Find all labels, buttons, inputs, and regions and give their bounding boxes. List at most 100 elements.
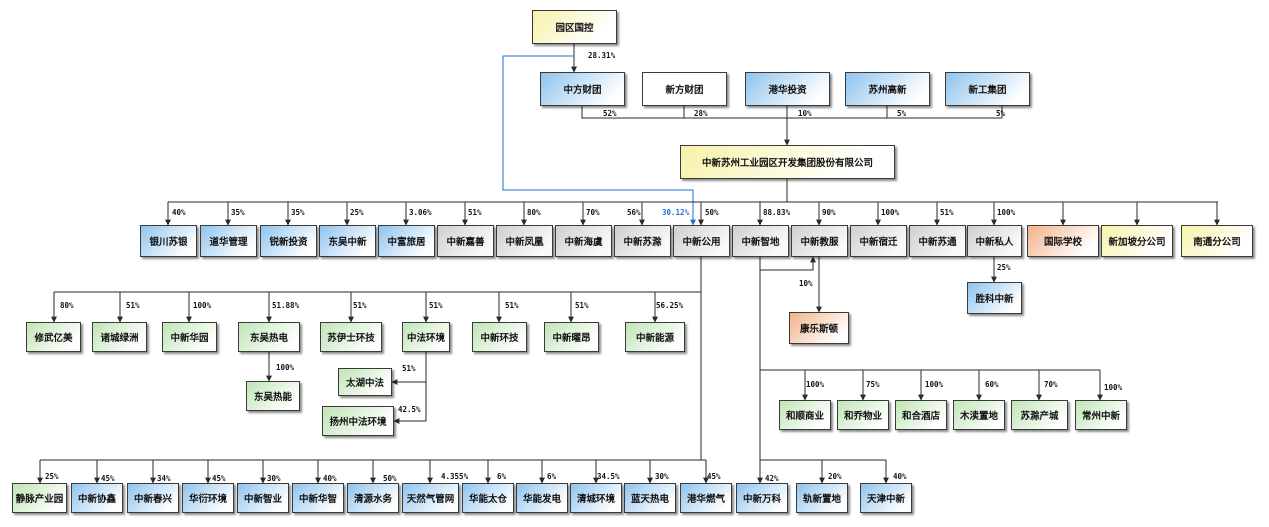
pct-hnfd: 6% [547,472,557,481]
pct-ycsy: 40% [172,208,186,217]
line-zfhj-yzzfhj [393,352,427,424]
node-heshun-shangye: 和顺商业 [779,400,831,430]
pct-syshj: 51% [353,301,367,310]
node-zhongxin-yaoang: 中新曜昂 [544,322,599,352]
node-suyishi-huanji: 苏伊士环技 [320,322,382,352]
node-zhongxin-chunxing: 中新春兴 [127,483,179,513]
pct-yqgk-zxgy: 30.12% [662,208,690,217]
pct-xfct-main: 28% [694,109,708,118]
pct-dwrd: 51.88% [272,301,300,310]
pct-dwrn: 100% [276,363,295,372]
pct-zxxx: 45% [101,474,115,483]
node-taihu-zhongfa: 太湖中法 [338,368,392,396]
pct-zxxa: 51% [575,301,589,310]
node-hehe-jiudian: 和合酒店 [895,400,947,430]
node-zhongxin-wanke: 中新万科 [736,483,788,513]
node-zhongxin-xiexin: 中新协鑫 [71,483,123,513]
pct-zxcx: 34% [157,474,171,483]
node-suchu-chancheng: 苏滁产城 [1011,400,1068,430]
pct-ghtz-main: 10% [798,109,812,118]
node-tianranqi-guanwang: 天然气管网 [402,483,459,513]
pct-zxzd: 88.83% [763,208,791,217]
pct-dwzx: 25% [350,208,364,217]
pct-hssy: 100% [806,380,825,389]
node-zhongxin-suchu: 中新苏滁 [614,225,671,257]
node-xinjiapo-fengongsi: 新加坡分公司 [1101,225,1173,257]
node-huayan-huanjing: 华衍环境 [182,483,234,513]
pct-zxjs: 51% [468,208,482,217]
node-zhucheng-lvzhou: 诸城绿洲 [92,322,147,352]
line-zxzd-zxjf [759,256,816,271]
node-kangle-sidun: 康乐斯顿 [789,312,849,344]
node-qingyuan-shuiwu: 清源水务 [347,483,399,513]
pct-zxwk: 42% [765,474,779,483]
node-zhongfa-huanjing: 中法环境 [402,322,450,352]
pct-czzx: 100% [1104,383,1123,392]
pct-zxny: 56.25% [656,301,684,310]
pct-hqwy: 75% [866,380,880,389]
pct-zxzd-zxjf: 10% [799,279,813,288]
node-huaneng-fadian: 华能发电 [516,483,568,513]
node-ganghua-touzi: 港华投资 [745,72,830,106]
pct-zfhj: 51% [429,301,443,310]
pct-szgx-main: 5% [897,109,907,118]
pct-rxtz: 35% [291,208,305,217]
node-jingmai-chanyeyuan: 静脉产业园 [12,483,67,513]
node-lantian-redian: 蓝天热电 [624,483,676,513]
node-yangzhou-zhongfa-huanjing: 扬州中法环境 [322,406,394,436]
pct-skzx: 25% [997,263,1011,272]
node-nantong-fengongsi: 南通分公司 [1181,225,1253,257]
node-zhongxin-fenghuang: 中新凤凰 [496,225,553,257]
node-zhongfu-lvju: 中富旅居 [378,225,435,257]
node-qingcheng-huanjing: 清城环境 [570,483,622,513]
pct-ltrd: 30% [655,472,669,481]
pct-zxjf: 90% [822,208,836,217]
node-zhongxin-huanji: 中新环技 [472,322,527,352]
pct-zxsq: 100% [881,208,900,217]
pct-zflj: 3.06% [409,208,432,217]
node-zhongxin-jiashan: 中新嘉善 [437,225,494,257]
pct-trqgw: 4.355% [441,472,469,481]
node-zhongxin-haiyu: 中新海虞 [555,225,612,257]
pct-qchj: 34.5% [597,472,620,481]
node-zhongxin-zhiye: 中新智业 [237,483,289,513]
node-mudu-zhidi: 木渎置地 [953,400,1005,430]
pct-zxst: 51% [940,208,954,217]
pct-zxhyuan: 100% [193,301,212,310]
node-xiuwu-yimei: 修武亿美 [26,322,81,352]
pct-zxfh: 80% [527,208,541,217]
node-tianjin-zhongxin: 天津中新 [860,483,912,513]
node-guoji-xuexiao: 国际学校 [1027,225,1099,257]
pct-zfct-main: 52% [603,109,617,118]
node-zhongxin-suqian: 中新宿迁 [850,225,907,257]
node-zhongxin-zhidi: 中新智地 [732,225,789,257]
node-xingong-jituan: 新工集团 [945,72,1030,106]
pct-jmcyy: 25% [45,472,59,481]
node-xinfang-caituan: 新方财团 [642,72,727,106]
line-shareholders-bus [581,106,1002,119]
pct-qysw: 50% [383,474,397,483]
pct-scch: 70% [1044,380,1058,389]
pct-zxsr: 100% [997,208,1016,217]
node-yuanqu-guokong: 园区国控 [532,10,617,44]
node-dongwu-reneng: 东吴热能 [246,381,300,411]
node-dongwu-redian: 东吴热电 [238,322,300,352]
pct-dhgl: 35% [231,208,245,217]
node-ganghua-ranqi: 港华燃气 [680,483,732,513]
node-ruixin-touzi: 锐新投资 [260,225,317,257]
node-zhongxin-jiaofu: 中新教服 [791,225,848,257]
pct-ghrq: 45% [707,472,721,481]
node-zhongfang-caituan: 中方财团 [540,72,625,106]
pct-hyhj: 45% [212,474,226,483]
node-zhongxin-siren: 中新私人 [967,225,1022,257]
node-huaneng-taicang: 华能太仓 [462,483,514,513]
pct-yzzfhj: 42.5% [398,405,421,414]
node-zhongxin-gongyong: 中新公用 [673,225,730,257]
node-shengke-zhongxin: 胜科中新 [967,282,1022,314]
pct-yqgk-zfct: 28.31% [588,51,616,60]
node-zhongxin-nengyuan: 中新能源 [625,322,685,352]
node-zhongxin-huazhi: 中新华智 [292,483,344,513]
pct-zxhz: 40% [323,474,337,483]
